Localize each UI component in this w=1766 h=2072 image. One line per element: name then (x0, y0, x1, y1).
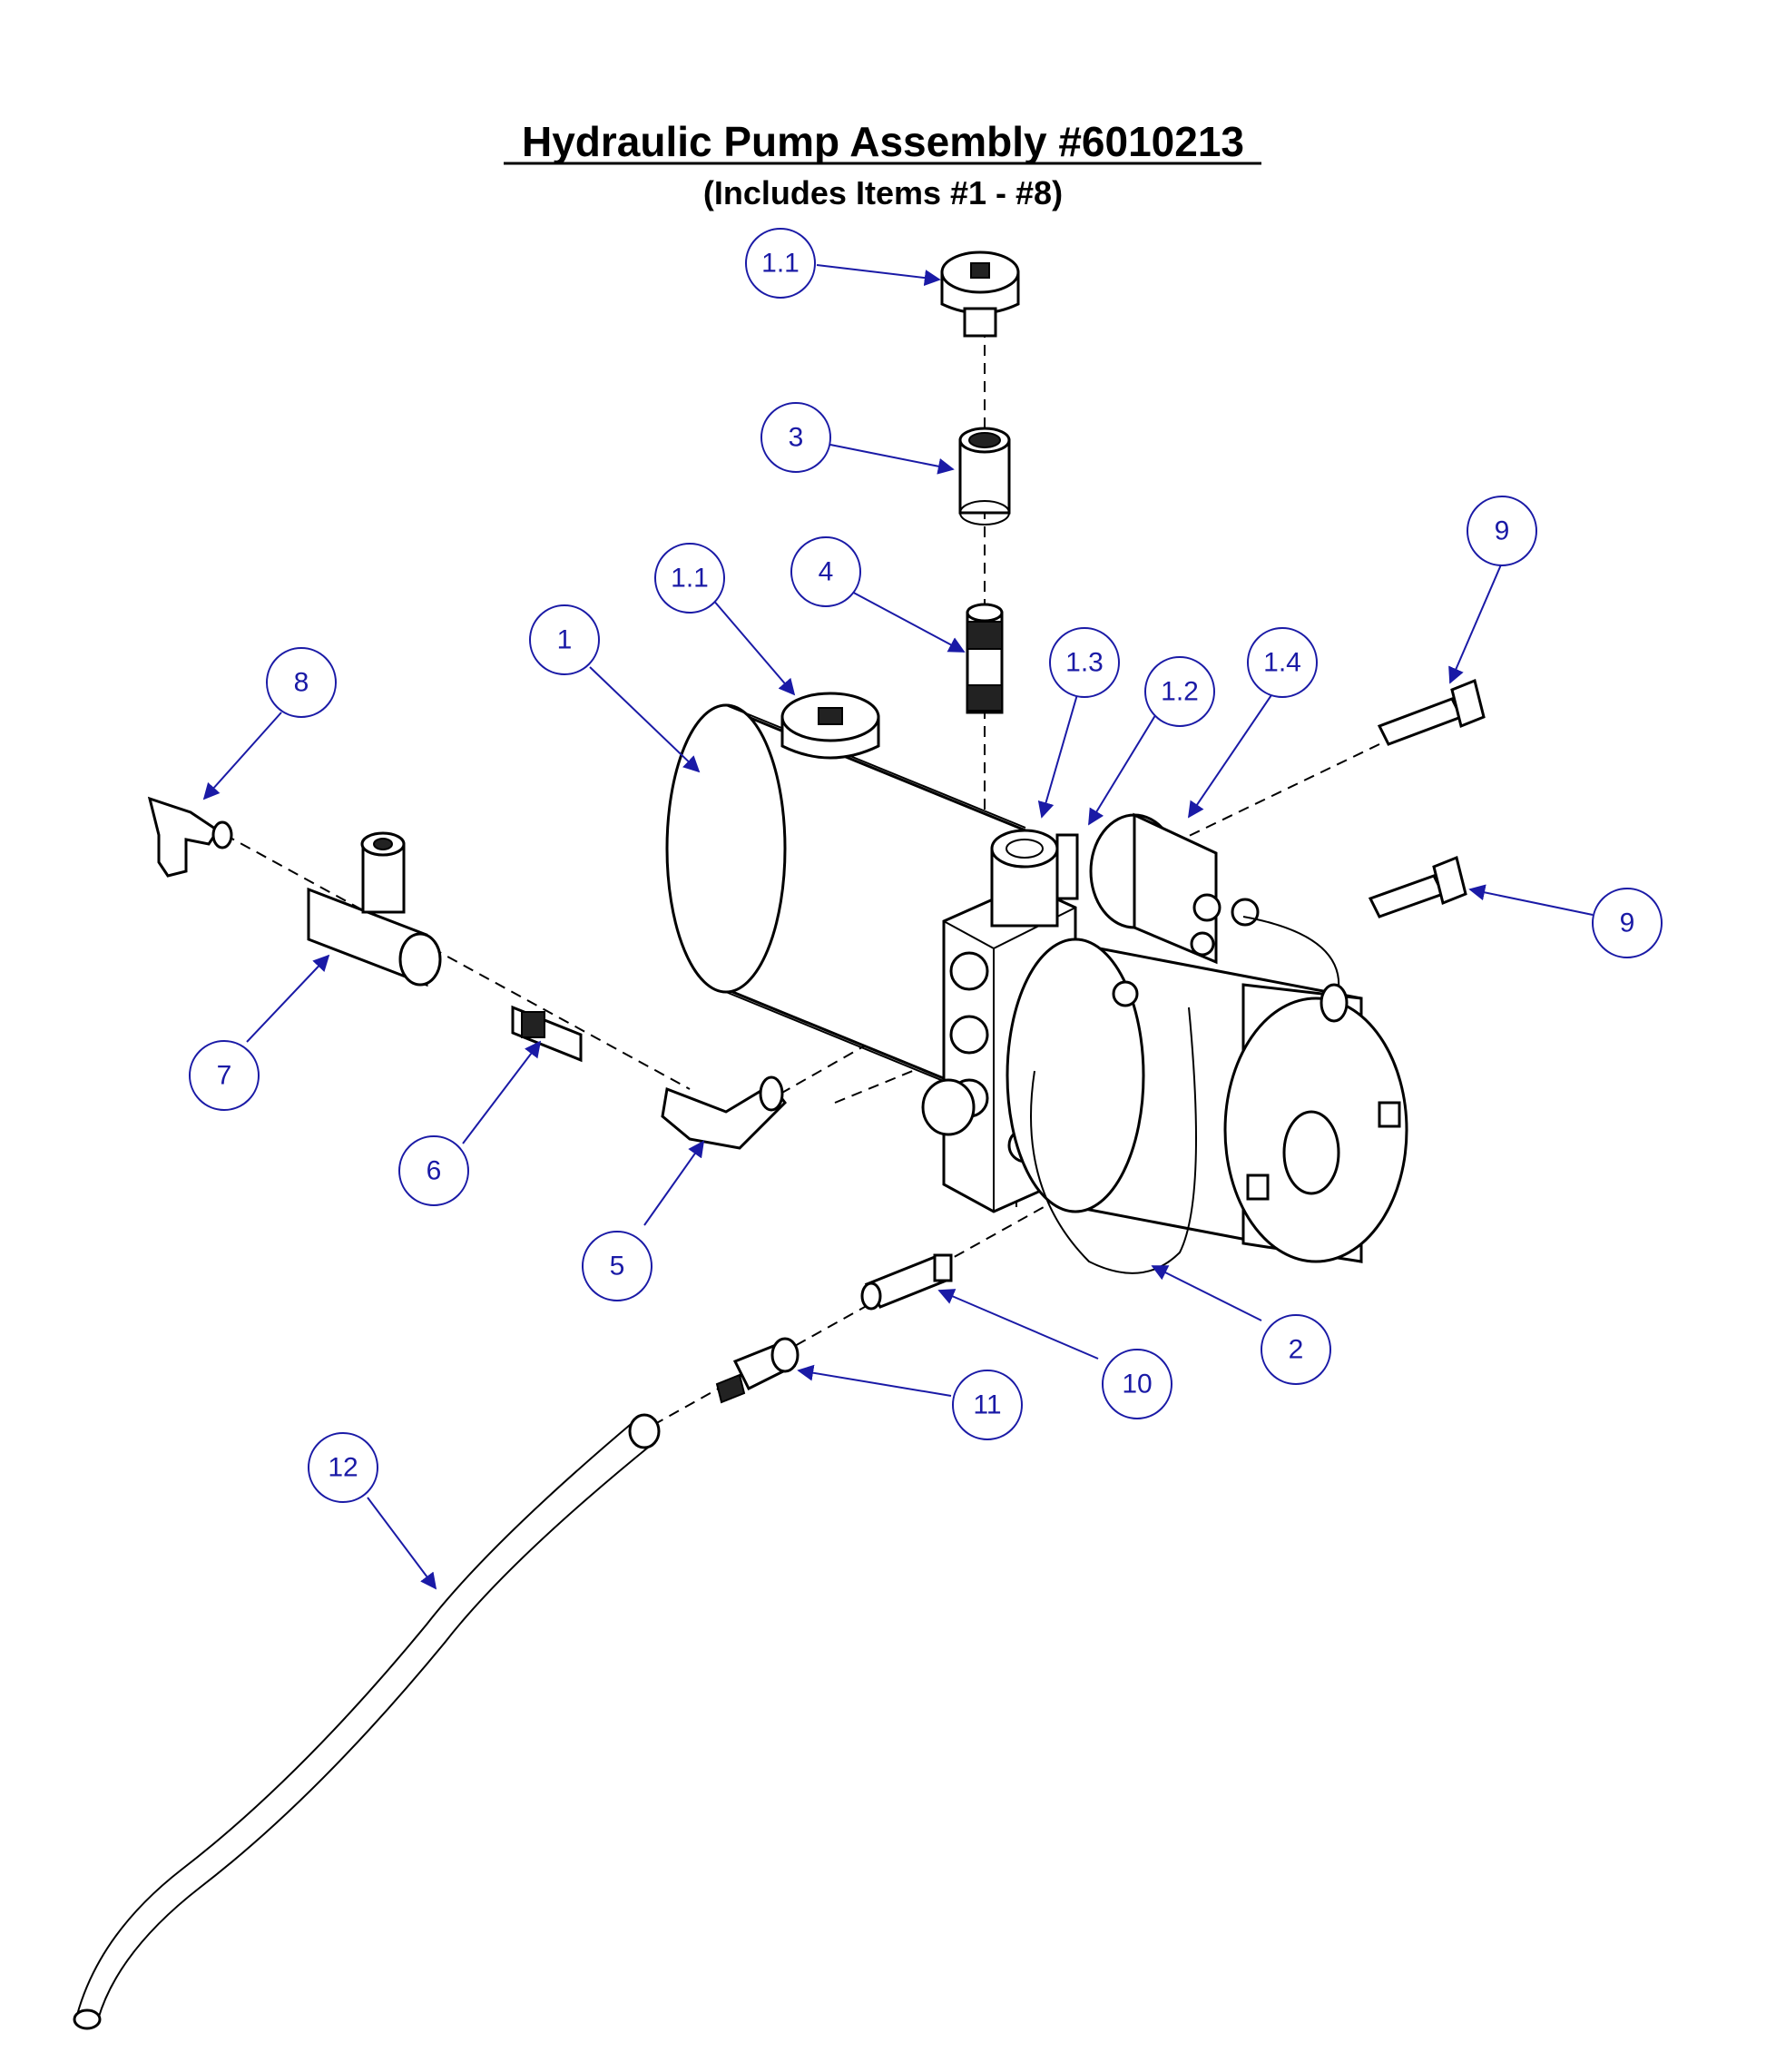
leader-10 (937, 1289, 1099, 1360)
callout-9-bottom: 9 (1592, 888, 1663, 958)
suction-hose-part (73, 1413, 661, 2030)
leader-1-4 (1187, 689, 1276, 819)
motor-solenoid-part (1089, 812, 1340, 990)
svg-text:1.1: 1.1 (761, 249, 800, 279)
svg-text:11: 11 (973, 1390, 1001, 1420)
breather-cap-part (940, 250, 1020, 338)
svg-text:1.3: 1.3 (1065, 648, 1104, 678)
callout-1-2: 1.2 (1144, 656, 1215, 727)
leader-8 (202, 712, 282, 800)
callout-1: 1 (529, 604, 600, 675)
leader-1-1 (711, 598, 796, 696)
leader-9-top (1448, 562, 1503, 684)
bolt-top-part (1377, 678, 1486, 746)
svg-text:8: 8 (294, 668, 309, 698)
callout-8: 8 (266, 647, 337, 718)
svg-text:5: 5 (610, 1252, 625, 1281)
tee-valve-part (307, 831, 442, 987)
hex-nipple-part (511, 1005, 583, 1063)
svg-text:1.2: 1.2 (1161, 677, 1199, 707)
solenoid-valve-part (990, 829, 1079, 928)
callout-11: 11 (952, 1370, 1023, 1440)
callout-6: 6 (398, 1135, 469, 1206)
svg-text:9: 9 (1495, 516, 1510, 546)
tank-cap-part (780, 692, 880, 760)
pipe-nipple-part (966, 603, 1004, 714)
svg-text:6: 6 (427, 1156, 442, 1186)
bolt-bottom-part (1368, 855, 1467, 918)
svg-text:10: 10 (1122, 1370, 1152, 1399)
svg-text:2: 2 (1289, 1335, 1304, 1365)
leader-11 (797, 1364, 952, 1397)
leader-1-3 (1037, 684, 1081, 819)
hose-barb-part (715, 1337, 800, 1404)
callout-4: 4 (790, 536, 861, 607)
callout-1-3: 1.3 (1049, 627, 1120, 698)
suction-filter-part (860, 1253, 953, 1311)
callout-1-1-top: 1.1 (745, 228, 816, 299)
callout-2: 2 (1261, 1314, 1331, 1385)
callout-12: 12 (308, 1432, 378, 1503)
svg-text:12: 12 (328, 1453, 358, 1483)
elbow-fitting-part (147, 796, 233, 878)
svg-text:4: 4 (819, 557, 834, 587)
leader-9-bottom (1468, 884, 1594, 916)
leader-2 (1151, 1265, 1262, 1321)
svg-text:3: 3 (789, 423, 804, 453)
svg-text:9: 9 (1620, 908, 1635, 938)
leader-4 (848, 589, 966, 653)
diagram-title: Hydraulic Pump Assembly #6010213 (522, 118, 1244, 165)
leader-5 (643, 1140, 705, 1226)
callout-5: 5 (582, 1231, 652, 1301)
coupling-part (958, 427, 1011, 525)
callout-10: 10 (1102, 1349, 1172, 1419)
callout-9-top: 9 (1467, 496, 1537, 566)
leader-3 (829, 444, 955, 475)
leader-1-1-top (816, 264, 941, 287)
leader-1-2 (1088, 712, 1158, 826)
leader-1 (589, 666, 701, 773)
street-elbow-part (661, 1075, 787, 1150)
svg-text:1.4: 1.4 (1263, 648, 1301, 678)
leader-6 (462, 1040, 542, 1144)
svg-text:7: 7 (217, 1061, 232, 1091)
leader-12 (367, 1497, 437, 1590)
centerline-left-fittings (208, 825, 691, 1090)
svg-text:1: 1 (557, 625, 573, 655)
callout-1-4: 1.4 (1247, 627, 1318, 698)
callout-3: 3 (760, 402, 831, 473)
diagram-subtitle: (Includes Items #1 - #8) (703, 174, 1063, 211)
svg-text:1.1: 1.1 (671, 564, 709, 594)
electric-motor-part (1006, 938, 1408, 1274)
callout-7: 7 (189, 1040, 260, 1111)
leader-7 (246, 954, 330, 1043)
callout-1-1: 1.1 (654, 543, 725, 614)
